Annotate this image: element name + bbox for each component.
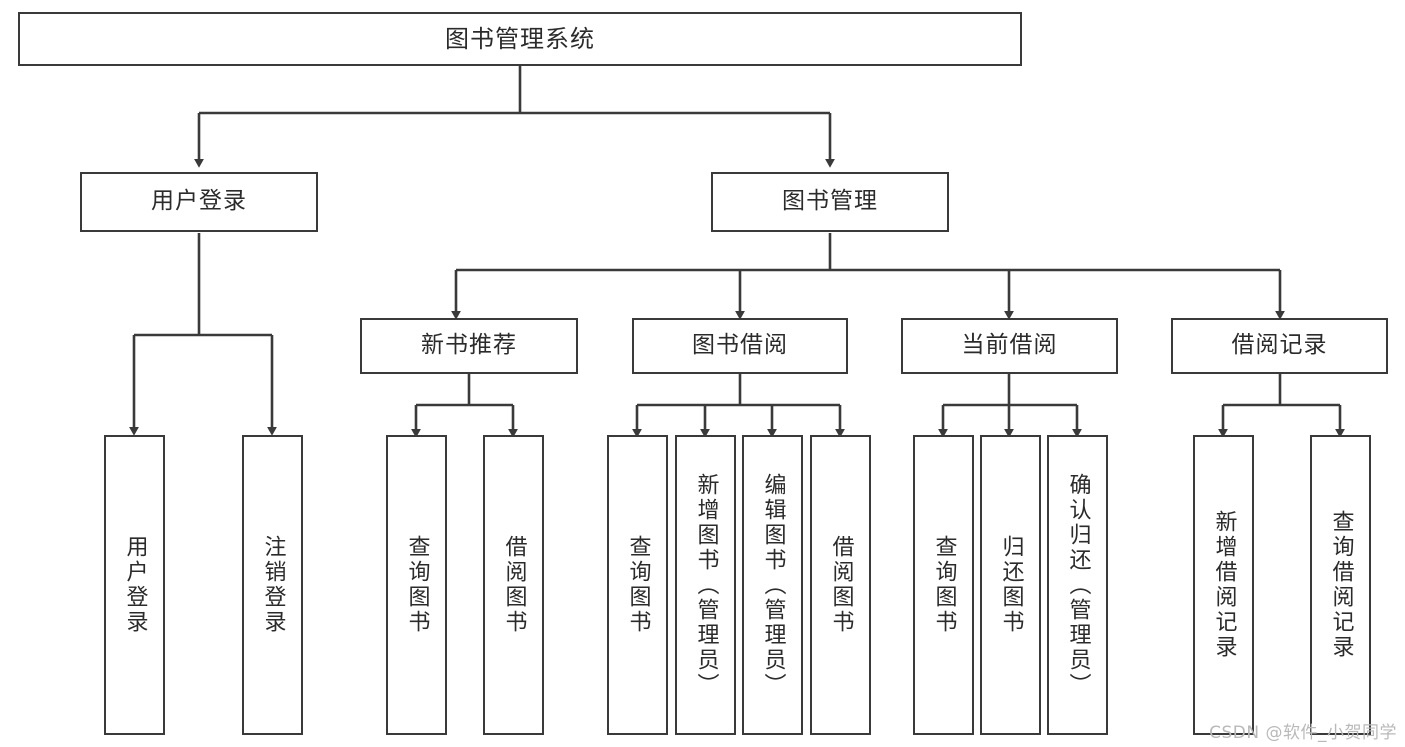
node-borrow-record-label: 借阅记录: [1231, 332, 1328, 359]
node-leaf-borrow-book-2[interactable]: 借阅图书: [810, 435, 871, 735]
node-leaf-query-book-3-label: 查询图书: [931, 535, 957, 635]
node-new-book-recommend[interactable]: 新书推荐: [360, 318, 578, 374]
node-leaf-query-record-label: 查询借阅记录: [1328, 510, 1354, 660]
node-book-manage-label: 图书管理: [782, 188, 878, 215]
node-book-borrow-label: 图书借阅: [692, 332, 788, 359]
node-leaf-add-book[interactable]: 新增图书（管理员）: [675, 435, 736, 735]
node-leaf-return-book-label: 归还图书: [998, 535, 1024, 635]
watermark-text: CSDN @软件_小贺同学: [1209, 723, 1397, 743]
node-leaf-borrow-book-1-label: 借阅图书: [501, 535, 527, 635]
node-leaf-user-login[interactable]: 用户登录: [104, 435, 165, 735]
node-leaf-query-book-1[interactable]: 查询图书: [386, 435, 447, 735]
node-new-book-recommend-label: 新书推荐: [421, 332, 517, 359]
node-leaf-logout-label: 注销登录: [260, 535, 286, 635]
node-leaf-add-book-label: 新增图书（管理员）: [693, 472, 719, 698]
node-root[interactable]: 图书管理系统: [18, 12, 1022, 66]
node-leaf-query-book-1-label: 查询图书: [404, 535, 430, 635]
node-leaf-edit-book[interactable]: 编辑图书（管理员）: [742, 435, 803, 735]
node-leaf-confirm-return-label: 确认归还（管理员）: [1065, 472, 1091, 698]
node-leaf-borrow-book-1[interactable]: 借阅图书: [483, 435, 544, 735]
node-leaf-query-book-2[interactable]: 查询图书: [607, 435, 668, 735]
node-leaf-confirm-return[interactable]: 确认归还（管理员）: [1047, 435, 1108, 735]
node-leaf-borrow-book-2-label: 借阅图书: [828, 535, 854, 635]
node-leaf-add-record-label: 新增借阅记录: [1211, 510, 1237, 660]
node-leaf-query-book-2-label: 查询图书: [625, 535, 651, 635]
node-leaf-logout[interactable]: 注销登录: [242, 435, 303, 735]
node-current-borrow[interactable]: 当前借阅: [901, 318, 1118, 374]
node-user-login[interactable]: 用户登录: [80, 172, 318, 232]
node-leaf-query-book-3[interactable]: 查询图书: [913, 435, 974, 735]
node-leaf-add-record[interactable]: 新增借阅记录: [1193, 435, 1254, 735]
node-book-manage[interactable]: 图书管理: [711, 172, 949, 232]
node-leaf-user-login-label: 用户登录: [122, 535, 148, 635]
node-root-label: 图书管理系统: [445, 24, 595, 53]
node-leaf-return-book[interactable]: 归还图书: [980, 435, 1041, 735]
node-leaf-edit-book-label: 编辑图书（管理员）: [760, 472, 786, 698]
node-borrow-record[interactable]: 借阅记录: [1171, 318, 1388, 374]
node-leaf-query-record[interactable]: 查询借阅记录: [1310, 435, 1371, 735]
node-user-login-label: 用户登录: [151, 188, 247, 215]
node-book-borrow[interactable]: 图书借阅: [632, 318, 848, 374]
node-current-borrow-label: 当前借阅: [961, 332, 1058, 359]
